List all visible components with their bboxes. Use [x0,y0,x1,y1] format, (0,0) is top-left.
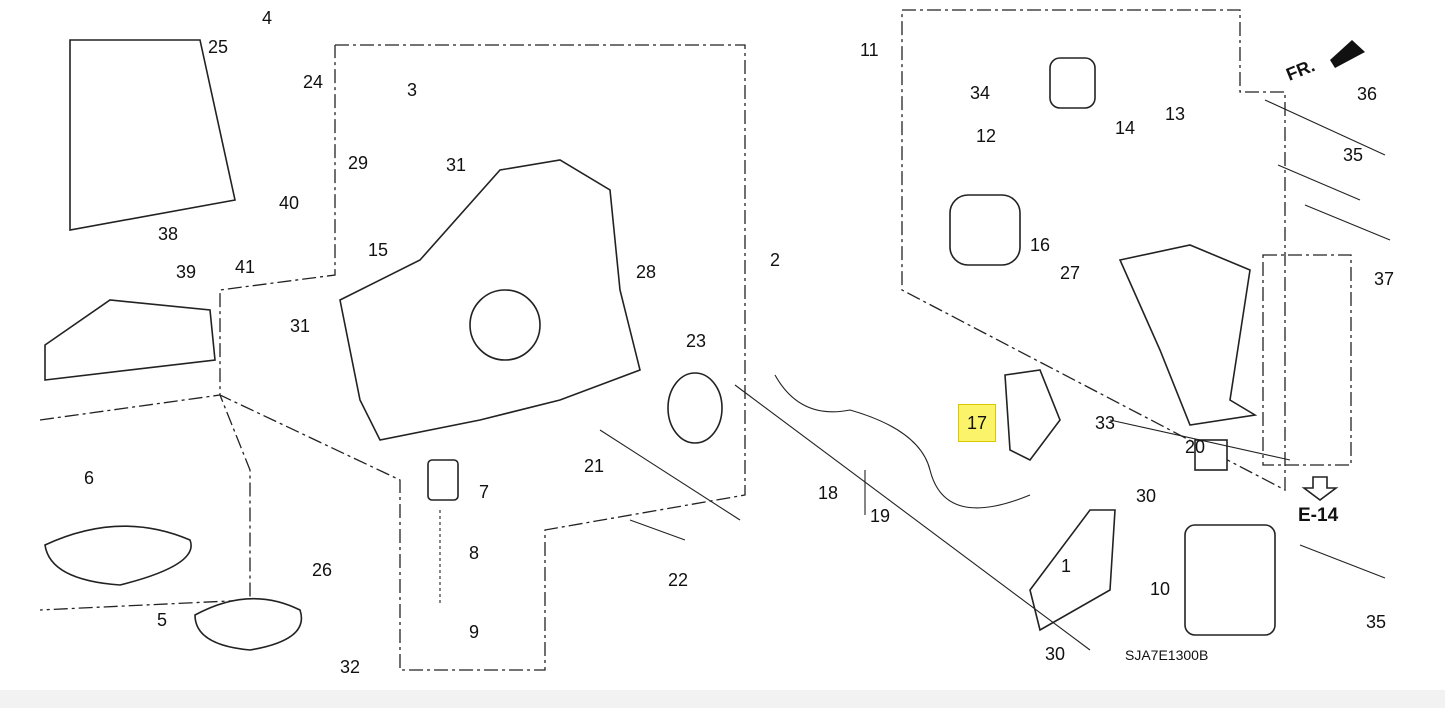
callout-37[interactable]: 37 [1374,269,1395,289]
callout-2[interactable]: 2 [770,250,781,270]
sensor-17 [1004,369,1061,462]
callout-28[interactable]: 28 [636,262,657,282]
callout-13[interactable]: 13 [1165,104,1186,124]
strainer-outline [39,394,251,611]
callout-24[interactable]: 24 [303,72,324,92]
reference-box-outline [1262,254,1352,466]
callout-4[interactable]: 4 [262,8,273,28]
callout-39[interactable]: 39 [176,262,197,282]
callout-27[interactable]: 27 [1060,263,1081,283]
callout-10[interactable]: 10 [1150,579,1171,599]
down-arrow-icon [1301,476,1339,501]
parts-diagram: 4 25 24 40 41 15 29 3 31 31 38 39 2 28 2… [39,8,1395,677]
bottom-bar [0,690,1445,708]
oil-seal [667,372,723,444]
callout-17-highlighted[interactable]: 17 [958,404,997,442]
baffle-38 [44,299,216,381]
callout-41[interactable]: 41 [235,257,256,277]
callout-30[interactable]: 30 [1136,486,1157,506]
callout-12[interactable]: 12 [976,126,997,146]
callout-23[interactable]: 23 [686,331,707,351]
relief-valve-7 [427,459,459,501]
front-arrow-icon [1330,40,1365,68]
callout-35[interactable]: 35 [1343,145,1364,165]
callout-35b[interactable]: 35 [1366,612,1387,632]
bolt-37 [1304,204,1391,241]
callout-16[interactable]: 16 [1030,235,1051,255]
oil-pump-seal-bore [469,289,541,361]
callout-1[interactable]: 1 [1061,556,1072,576]
callout-14[interactable]: 14 [1115,118,1136,138]
callout-34[interactable]: 34 [970,83,991,103]
diagram-code: SJA7E1300B [1125,647,1209,663]
callout-20[interactable]: 20 [1185,437,1206,457]
spool-valve-body [1118,244,1258,426]
callout-29[interactable]: 29 [348,153,369,173]
bolt-36 [1264,99,1386,156]
relief-valve-group-outline [901,9,1286,492]
callout-31[interactable]: 31 [446,155,467,175]
callout-30b[interactable]: 30 [1045,644,1066,664]
bolt-35b [1299,544,1386,579]
callout-8[interactable]: 8 [469,543,480,563]
callout-19[interactable]: 19 [870,506,891,526]
callout-32[interactable]: 32 [340,657,361,677]
bracket-1 [1029,509,1116,632]
callout-33[interactable]: 33 [1095,413,1116,433]
strainer-6 [44,525,192,586]
callout-18[interactable]: 18 [818,483,839,503]
callout-36[interactable]: 36 [1357,84,1378,104]
bolt-35 [1277,164,1361,201]
gasket-12 [949,194,1021,266]
harness-18 [774,374,1031,509]
callout-7[interactable]: 7 [479,482,490,502]
pressure-switch-13 [1049,57,1096,109]
callout-5[interactable]: 5 [157,610,168,630]
callout-3[interactable]: 3 [407,80,418,100]
callout-38[interactable]: 38 [158,224,179,244]
callout-22[interactable]: 22 [668,570,689,590]
callout-40[interactable]: 40 [279,193,300,213]
callout-11[interactable]: 11 [860,40,879,60]
callout-15[interactable]: 15 [368,240,389,260]
callout-26[interactable]: 26 [312,560,333,580]
reference-e14-label[interactable]: E-14 [1298,505,1339,526]
callout-25[interactable]: 25 [208,37,229,57]
callout-31b[interactable]: 31 [290,316,311,336]
callout-21[interactable]: 21 [584,456,605,476]
diagram-artwork [39,9,1391,671]
oil-filter-10 [1184,524,1276,636]
gasket-plate [69,39,236,231]
bolt-22 [629,519,686,541]
strainer-5 [194,597,303,651]
oil-pump-group-outline [219,44,746,671]
callout-6[interactable]: 6 [84,468,95,488]
callout-9[interactable]: 9 [469,622,480,642]
